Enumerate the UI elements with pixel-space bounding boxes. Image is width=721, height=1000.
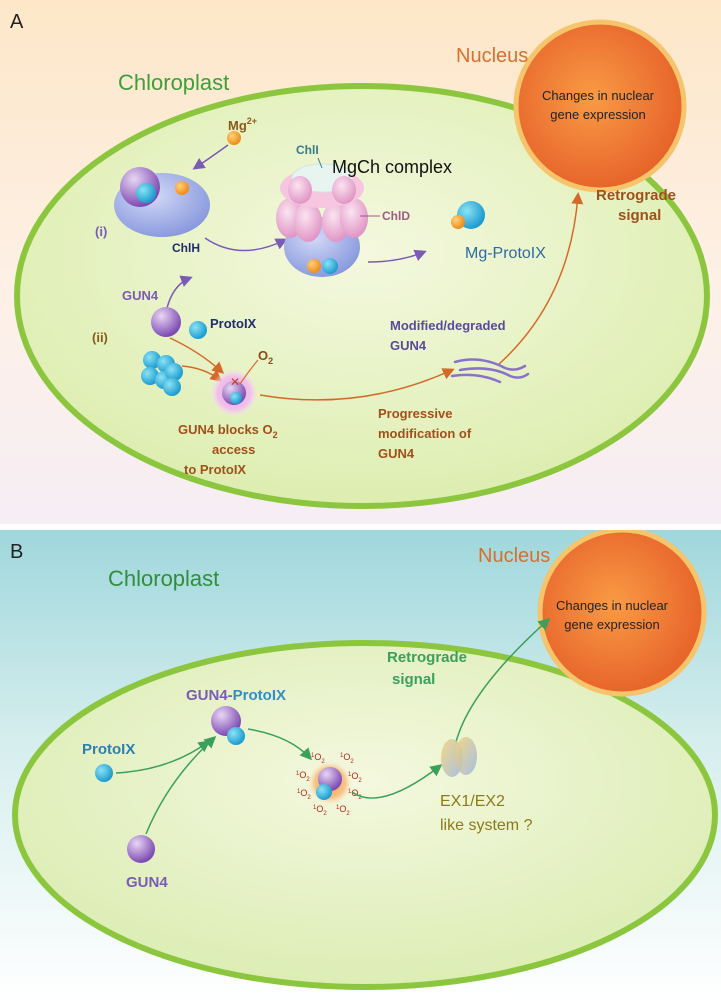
singlet-protoix (316, 784, 332, 800)
chloroplast-membrane-b (12, 640, 718, 990)
gun4-protoix-core-b (227, 727, 245, 745)
gun4-molecule-b (127, 835, 155, 863)
ex-system-line1: EX1/EX2 (440, 793, 505, 810)
mg-protoix-label: Mg-ProtoIX (465, 245, 546, 262)
chloroplast-label-b: Chloroplast (108, 566, 219, 591)
mg-on-chlh (175, 181, 189, 195)
gun4-molecule (151, 307, 181, 337)
complex-to-mgprotoix-arrow (367, 249, 427, 263)
singlet-o2-7: 1O2 (313, 804, 327, 817)
protoix-molecule (189, 321, 207, 339)
degraded-gun4-strands (450, 358, 530, 384)
protoix-molecule-b (95, 764, 113, 782)
gun4-protoix-label-b: GUN4-ProtoIX (186, 687, 286, 704)
retrograde-b-arrow (455, 617, 551, 743)
retrograde-arrow (497, 192, 584, 366)
o2-label: O2 (258, 348, 273, 366)
nucleus-text-line2: gene expression (550, 107, 645, 122)
mg-ion-label: Mg2+ (228, 116, 257, 133)
gun4-label-b: GUN4 (126, 874, 168, 891)
singlet-o2-3: 1O2 (296, 770, 310, 783)
singlet-o2-4: 1O2 (348, 771, 362, 784)
ex2-protein (455, 737, 477, 775)
label-ii: (ii) (92, 330, 108, 345)
mgch-mg (307, 259, 321, 273)
protoix-cluster-5 (165, 363, 183, 381)
nucleus-label: Nucleus (456, 45, 528, 67)
mg-to-chlh-arrow (192, 144, 229, 170)
panel-a: A Chloroplast Nucleus Changes in nuclear… (0, 0, 721, 524)
retrograde-b-line2: signal (392, 671, 435, 688)
singlet-to-ex-arrow (351, 764, 443, 799)
chli-pointer (317, 157, 323, 169)
gun4-blocks-line3: to ProtoIX (184, 462, 246, 477)
nucleus (513, 19, 687, 193)
retrograde-b-line1: Retrograde (387, 649, 467, 666)
panel-b-diagram: B Chloroplast Nucleus Changes in nuclear… (10, 530, 718, 990)
progressive-line3: GUN4 (378, 446, 415, 461)
mg-protoix-mg (451, 215, 465, 229)
chlh-label: ChlH (172, 241, 200, 255)
panel-a-letter: A (10, 11, 24, 33)
panel-b-letter: B (10, 541, 23, 563)
o2-block-mark: ✕ (230, 375, 240, 389)
chld-ring-2 (294, 202, 322, 242)
nucleus-text-line1: Changes in nuclear (542, 88, 655, 103)
gun4-protoix-core (230, 392, 242, 404)
protoix-cluster-3 (141, 367, 159, 385)
protoix-label: ProtoIX (210, 316, 257, 331)
gun4-blocks-line1: GUN4 blocks O2 (178, 422, 278, 440)
progressive-arrow (259, 368, 455, 401)
nucleus-b (537, 530, 707, 697)
nucleus-b-text-line1: Changes in nuclear (556, 598, 669, 613)
protoix-on-chlh (136, 183, 156, 203)
mgch-protoix (322, 258, 338, 274)
mg-ion (227, 131, 241, 145)
chli-lobe-2 (332, 176, 356, 204)
singlet-o2-1: 1O2 (311, 752, 325, 765)
complex-to-singlet-arrow (247, 728, 313, 761)
chloroplast-label: Chloroplast (118, 70, 229, 95)
o2-arrow (239, 359, 259, 385)
panel-a-diagram: A Chloroplast Nucleus Changes in nuclear… (10, 11, 710, 509)
retrograde-label-line1: Retrograde (596, 187, 676, 204)
panel-separator (0, 524, 721, 530)
modified-gun4-line1: Modified/degraded (390, 318, 506, 333)
chld-ring-4 (340, 198, 368, 238)
singlet-o2-8: 1O2 (336, 804, 350, 817)
chli-lobe-1 (288, 176, 312, 204)
protoix-cluster-6 (163, 378, 181, 396)
gun4-label: GUN4 (122, 288, 159, 303)
panel-b: B Chloroplast Nucleus Changes in nuclear… (0, 530, 721, 1000)
progressive-line1: Progressive (378, 406, 452, 421)
mgch-complex-label: MgCh complex (332, 157, 452, 177)
protoix-cluster-1 (143, 351, 161, 369)
progressive-line2: modification of (378, 426, 472, 441)
label-i: (i) (95, 224, 107, 239)
nucleus-label-b: Nucleus (478, 545, 550, 567)
nucleus-b-text-line2: gene expression (564, 617, 659, 632)
modified-gun4-line2: GUN4 (390, 338, 427, 353)
gun4-blocks-line2: access (212, 442, 255, 457)
gun4-to-complex-arrow (169, 337, 225, 375)
ex-system-line2: like system ? (440, 817, 533, 834)
chlh-to-complex-arrow (204, 237, 288, 252)
chli-label: ChlI (296, 143, 319, 157)
singlet-o2-5: 1O2 (297, 788, 311, 801)
protoix-to-complex-arrow-b (115, 740, 211, 774)
chld-label: ChlD (382, 209, 410, 223)
singlet-o2-2: 1O2 (340, 752, 354, 765)
protoix-label-b: ProtoIX (82, 741, 135, 758)
retrograde-label-line2: signal (618, 207, 661, 224)
gun4-to-complex-arrow-b (145, 735, 217, 835)
